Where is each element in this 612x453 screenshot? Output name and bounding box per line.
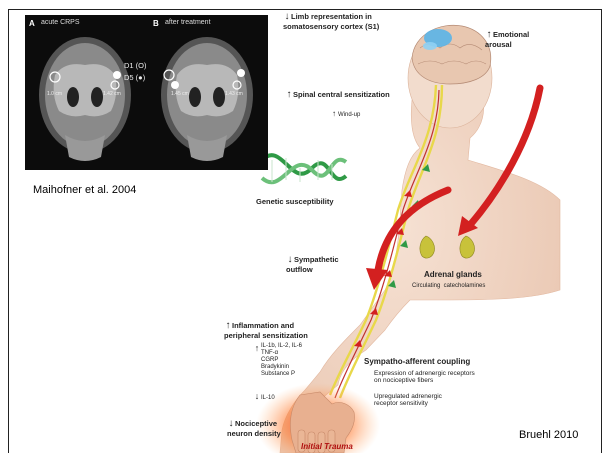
- mri-distance-a-right: 1.42 cm: [103, 91, 121, 97]
- mri-legend-d5: D5 (●): [124, 73, 145, 82]
- label-mediators: ↑IL-1b, IL-2, IL-6 TNF-α CGRP Bradykinin…: [253, 343, 302, 377]
- mri-label-a: A: [29, 19, 35, 28]
- mri-distance-b-left: 1.45 cm: [171, 91, 189, 97]
- up-arrow-icon: ↑: [330, 110, 338, 118]
- mri-distance-a-left: 1.0 cm: [47, 91, 62, 97]
- mri-panel: A acute CRPS B after treatment D1 (O) D5…: [25, 15, 268, 170]
- mri-panel-b: [147, 15, 268, 170]
- mri-brain-scan-a: [25, 15, 146, 170]
- dna-helix-icon: [262, 155, 346, 182]
- label-inflammation: ↑Inflammation and peripheral sensitizati…: [224, 321, 308, 339]
- label-upregulated: Upregulated adrenergic receptor sensitiv…: [374, 394, 442, 408]
- mri-legend-d1: D1 (O): [124, 61, 147, 70]
- mri-label-b: B: [153, 19, 159, 28]
- label-expression: Expression of adrenergic receptors on no…: [374, 371, 475, 385]
- label-emotional-arousal: ↑Emotional arousal: [485, 30, 529, 48]
- up-arrow-icon: ↑: [253, 343, 261, 353]
- mri-panel-a: [25, 15, 146, 170]
- label-circulating-catecholamines: Circulating catecholamines: [412, 283, 485, 289]
- label-wind-up: ↑Wind-up: [330, 110, 360, 118]
- citation-maihofner: Maihofner et al. 2004: [33, 184, 136, 196]
- mri-distance-b-right: 1.43 cm: [225, 91, 243, 97]
- label-sympatho-afferent: Sympatho-afferent coupling: [364, 358, 470, 366]
- citation-bruehl: Bruehl 2010: [519, 429, 578, 441]
- label-genetic-susceptibility: Genetic susceptibility: [256, 198, 334, 206]
- label-sympathetic-outflow: ↓Sympathetic outflow: [286, 255, 339, 273]
- mri-title-b: after treatment: [165, 19, 211, 26]
- mri-title-a: acute CRPS: [41, 19, 80, 26]
- up-arrow-icon: ↑: [285, 90, 293, 101]
- label-limb-representation: ↓Limb representation in somatosensory co…: [283, 12, 379, 30]
- label-il10: ↓IL-10: [253, 392, 275, 401]
- label-adrenal-glands: Adrenal glands: [424, 271, 482, 279]
- label-initial-trauma: Initial Trauma: [301, 443, 353, 451]
- brain: [412, 25, 491, 84]
- label-nociceptive-density: ↓Nociceptive neuron density: [227, 419, 281, 437]
- label-spinal-sensitization: ↑Spinal central sensitization: [285, 90, 390, 101]
- mri-brain-scan-b: [147, 15, 268, 170]
- down-arrow-icon: ↓: [253, 392, 261, 401]
